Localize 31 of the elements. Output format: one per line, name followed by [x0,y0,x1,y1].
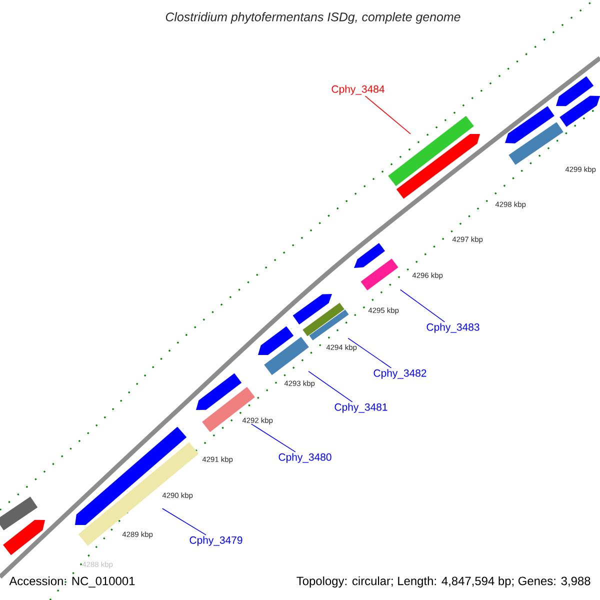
gene-bar [508,122,564,165]
gene-block [556,76,594,106]
gene-bar [302,302,344,336]
gene-bar [264,336,309,376]
gene-block [258,326,294,355]
gene-label: Cphy_3479 [190,536,242,546]
gene-block [196,373,242,410]
gene-label: Cphy_3482 [374,369,426,379]
leader-line [308,370,353,402]
leader-line [400,289,446,322]
leader-line [250,424,296,452]
gene-label: Cphy_3484 [332,85,384,95]
accession-text: Accession: NC_010001 [9,576,135,588]
gene-block [3,520,45,556]
gene-label: Cphy_3483 [426,323,480,333]
gene-block [560,96,600,127]
gene-block [396,134,480,199]
leader-line [162,508,206,536]
gene-bar [0,496,38,530]
gene-block [505,106,554,144]
topology-text: Topology: circular; Length: 4,847,594 bp; Genes: 3,988 [296,576,590,588]
gene-bar [388,116,474,186]
leader-line [364,96,411,134]
title: Clostridium phytofermentans ISDg, complete genome [166,12,460,24]
gene-bar [360,258,398,290]
leader-line [348,338,392,368]
gene-bar [309,310,349,340]
gene-label: Cphy_3480 [278,453,332,463]
gene-block [292,294,332,324]
gene-label: Cphy_3481 [334,403,388,413]
gene-block [354,243,385,268]
